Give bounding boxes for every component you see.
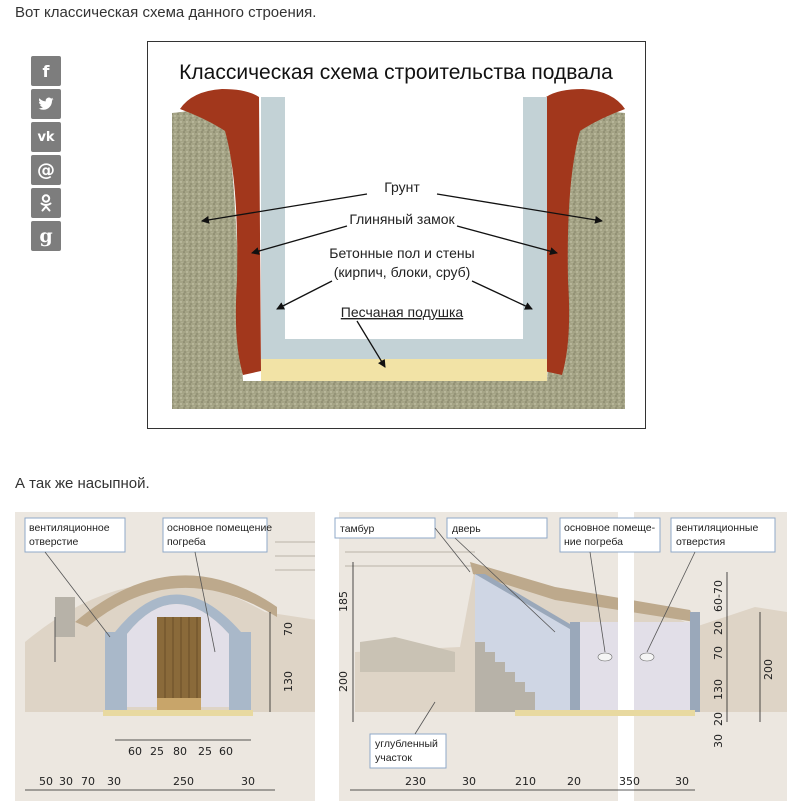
arched-cellar-drawing [25,575,330,716]
label-concrete-2: (кирпич, блоки, сруб) [334,264,471,280]
embankment-cellar-diagram: вентиляционное отверстие основное помеще… [15,512,787,801]
dim-lb-1: 30 [59,775,73,788]
callout-vent-holes-2: отверстия [676,536,725,548]
callout-tambur: тамбур [340,523,375,535]
dim-rvr-0: 60-70 [712,580,725,612]
vk-icon[interactable]: vk [31,122,61,152]
dim-lt-3: 25 [198,745,212,758]
dim-left-v-70: 70 [282,622,295,636]
dim-left-v-130: 130 [282,671,295,692]
dim-rv-185: 185 [337,591,350,612]
dim-rv-200: 200 [337,671,350,692]
diagram-title: Классическая схема строительства подвала [179,61,613,84]
dim-lt-1: 25 [150,745,164,758]
dim-rb-2: 210 [515,775,536,788]
callout-main-room-1: основное помещение [167,522,272,534]
basement-scheme-diagram: Классическая схема строительства подвала… [147,41,646,429]
share-bar: f vk @ g [31,56,61,254]
clay-lock-right [544,89,625,375]
intro-caption: Вот классическая схема данного строения. [15,4,317,21]
label-sand: Песчаная подушка [341,304,464,320]
mail-icon[interactable]: @ [31,155,61,185]
dim-lt-0: 60 [128,745,142,758]
dim-rb-5: 30 [675,775,689,788]
dim-rvr-4: 20 [712,712,725,726]
second-caption: А так же насыпной. [15,475,150,492]
dim-rb-3: 20 [567,775,581,788]
callout-deep-area-2: участок [375,752,412,764]
google-icon[interactable]: g [31,221,61,251]
embankment-cellar-drawing [315,512,787,801]
callout-door: дверь [452,523,481,535]
dim-lt-2: 80 [173,745,187,758]
label-soil: Грунт [384,179,420,195]
callout-vent-hole-2: отверстие [29,536,78,548]
clay-lock-left [180,89,261,375]
dim-rvr-1: 20 [712,621,725,635]
callout-deep-area-1: углубленный [375,738,438,750]
callout-vent-holes-1: вентиляционные [676,522,758,534]
dim-rvr-3: 130 [712,679,725,700]
label-clay-lock: Глиняный замок [349,211,455,227]
sand-cushion [261,359,547,381]
dim-rb-0: 230 [405,775,426,788]
dim-rvr-2: 70 [712,646,725,660]
dim-rv-total: 200 [762,659,775,680]
label-concrete-1: Бетонные пол и стены [329,245,474,261]
dim-rb-1: 30 [462,775,476,788]
dim-lb-0: 50 [39,775,53,788]
dim-lb-4: 250 [173,775,194,788]
facebook-icon[interactable]: f [31,56,61,86]
dim-lb-5: 30 [241,775,255,788]
callout-vent-hole-1: вентиляционное [29,522,110,534]
dim-rvr-5: 30 [712,734,725,748]
odnoklassniki-icon[interactable] [31,188,61,218]
callout-main-room-b-2: ние погреба [564,536,623,548]
twitter-icon[interactable] [31,89,61,119]
dim-rb-4: 350 [619,775,640,788]
dim-lt-4: 60 [219,745,233,758]
dim-lb-2: 70 [81,775,95,788]
callout-main-room-b-1: основное помеще- [564,522,656,534]
dim-lb-3: 30 [107,775,121,788]
soil-left [172,107,625,409]
callout-main-room-2: погреба [167,536,206,548]
